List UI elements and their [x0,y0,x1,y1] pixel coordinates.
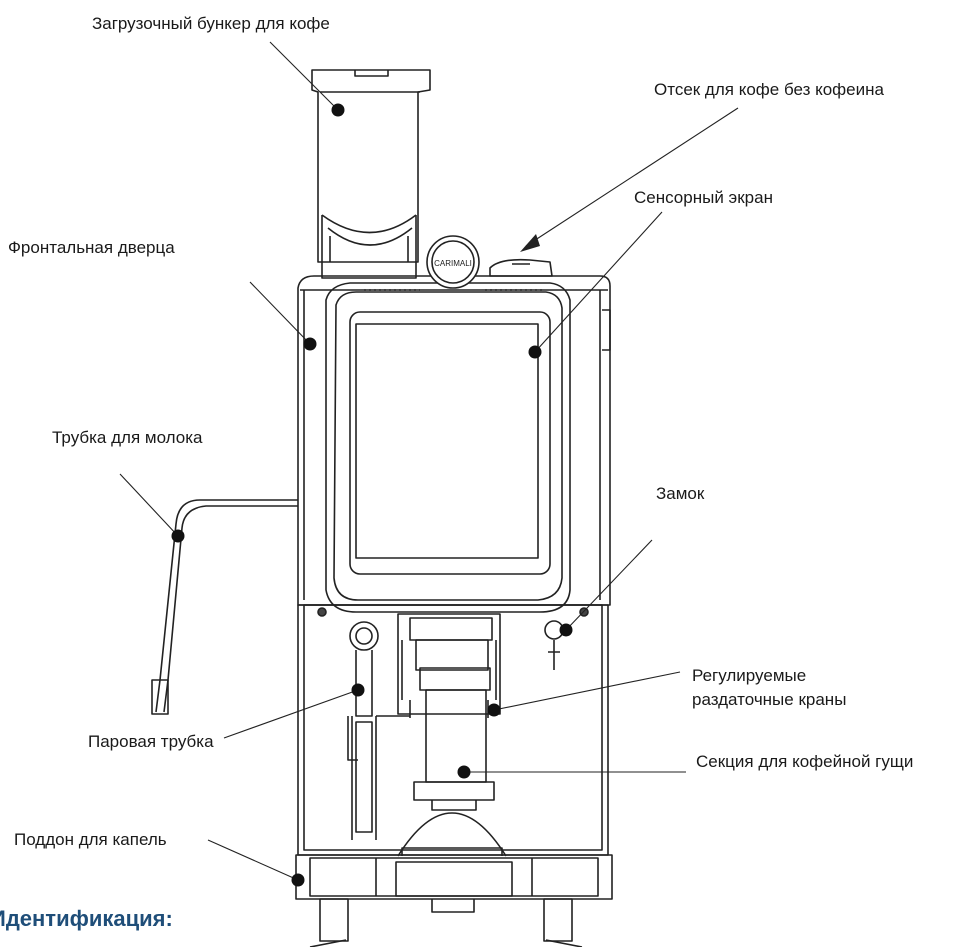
label-steam-wand: Паровая трубка [88,732,214,751]
label-hopper: Загрузочный бункер для кофе [92,14,330,33]
callout-dots [171,103,573,887]
label-front-door: Фронтальная дверца [8,238,175,257]
lock-drawing [544,620,564,670]
lock-dot [559,623,573,637]
screen-dot [528,345,542,359]
drip-tray-drawing [295,854,613,947]
label-grounds: Секция для кофейной гущи [696,752,914,771]
upper-body [297,258,611,613]
section-heading: Идентификация: [0,906,173,931]
grounds-dot [457,765,471,779]
lower-body [297,604,609,856]
brand-logo [426,235,480,289]
label-touchscreen: Сенсорный экран [634,188,773,207]
front-door-dot [303,337,317,351]
dispensing-unit [376,613,501,811]
bean-hopper [311,69,431,279]
label-spouts-line1: Регулируемые [692,666,807,685]
drip-tray-dot [291,873,305,887]
label-drip-tray: Поддон для капель [14,830,167,849]
decaf-arrow-head [520,234,540,252]
cup-area [397,812,507,857]
milk-tube-dot [171,529,185,543]
leader-lines [119,41,739,881]
label-lock: Замок [656,484,705,503]
hopper-dot [331,103,345,117]
steam-wand-dot [351,683,365,697]
milk-tube-drawing [151,499,298,715]
spouts-dot [487,703,501,717]
steam-wand-drawing [347,621,379,840]
brand-logo-text: CARIMALI [434,259,472,268]
label-decaf: Отсек для кофе без кофеина [654,80,884,99]
label-spouts-line2: раздаточные краны [692,690,847,709]
label-milk-tube: Трубка для молока [52,428,203,447]
